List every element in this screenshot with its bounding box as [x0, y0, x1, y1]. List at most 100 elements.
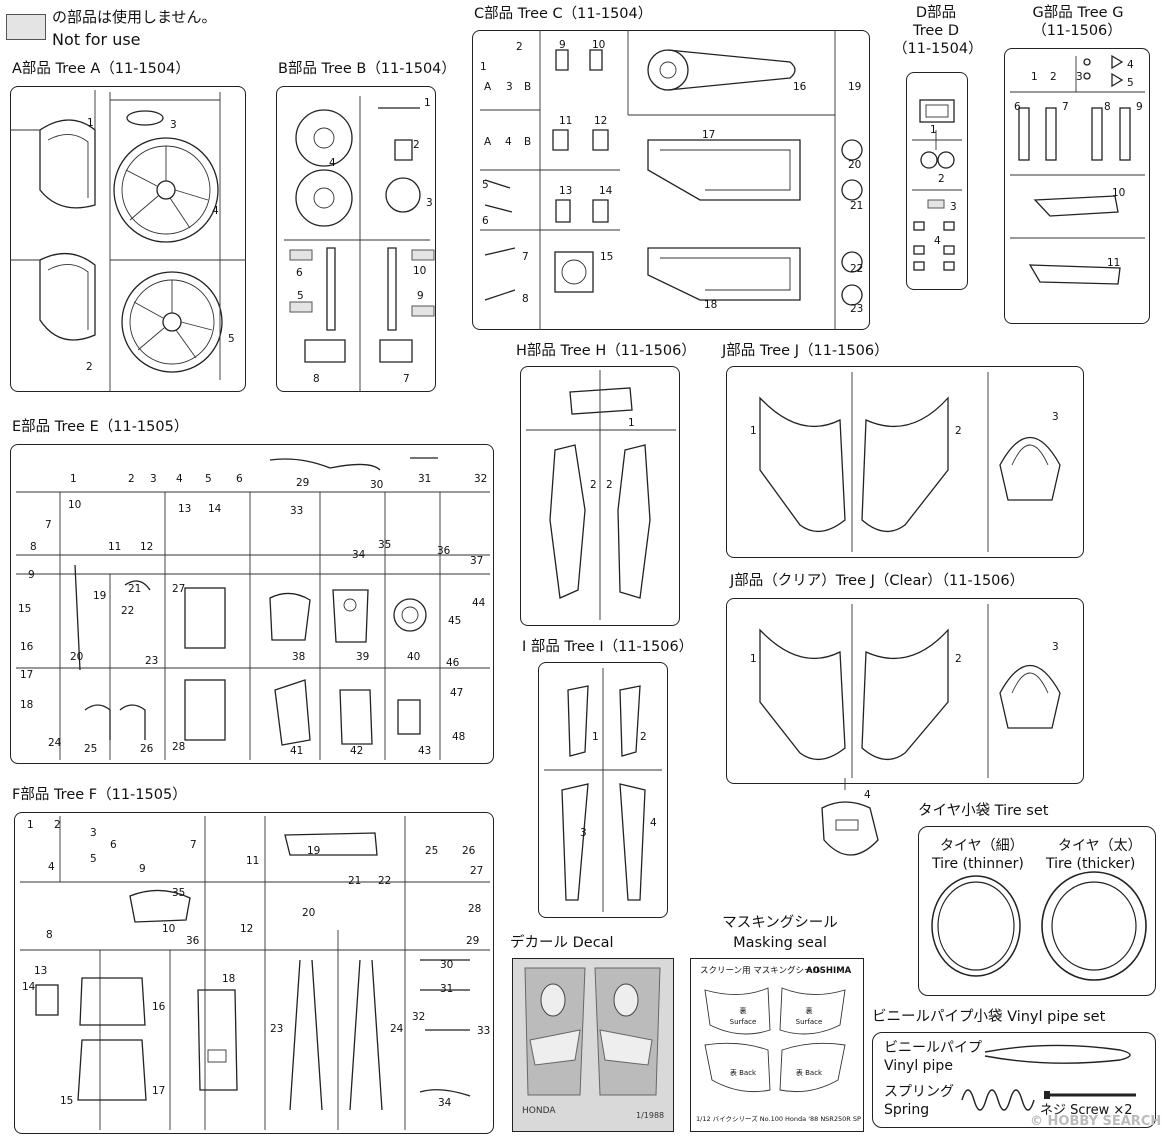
tree-i-part-3: 3 [580, 827, 587, 839]
tree-f-part-29: 29 [466, 935, 480, 947]
tree-b-title: B部品 Tree B（11-1504） [278, 61, 456, 77]
tree-f-part-25: 25 [425, 845, 439, 857]
tree-g-part-3: 3 [1076, 71, 1083, 83]
tree-f-part-1: 1 [27, 819, 34, 831]
tree-b-part-2: 2 [413, 139, 420, 151]
tree-c-part-16: 16 [793, 81, 807, 93]
tree-c-part-13: 13 [559, 185, 573, 197]
tree-e-part-29: 29 [296, 477, 310, 489]
tree-f-part-30: 30 [440, 959, 454, 971]
tree-f-part-32: 32 [412, 1011, 426, 1023]
tree-e-part-32: 32 [474, 473, 488, 485]
watermark: © HOBBY SEARCH [1030, 1114, 1162, 1129]
tree-f-part-17: 17 [152, 1085, 166, 1097]
tree-a-parts [10, 90, 246, 392]
tree-b-part-10: 10 [413, 265, 427, 277]
masking-footer: 1/12 バイクシリーズ No.100 Honda '88 NSR250R SP [696, 1115, 861, 1123]
tree-f-part-8: 8 [46, 929, 53, 941]
tree-c-letter-b1: B [524, 81, 532, 93]
tree-e-part-2: 2 [128, 473, 135, 485]
tree-g-part-6: 6 [1014, 101, 1021, 113]
tree-c-part-8: 8 [522, 293, 529, 305]
tire-thin-jp: タイヤ（細） [940, 838, 1024, 854]
tree-g-part-7: 7 [1062, 101, 1069, 113]
tree-j-title: J部品 Tree J（11-1506） [722, 343, 889, 359]
tree-i-parts [544, 668, 662, 912]
tree-jc-part-1: 1 [750, 653, 757, 665]
tree-g-parts [1010, 54, 1145, 285]
tire-thick-en: Tire (thicker) [1046, 856, 1136, 872]
tree-e-part-11: 11 [108, 541, 122, 553]
tree-c-part-20: 20 [848, 159, 862, 171]
tire-thin-en: Tire (thinner) [932, 856, 1024, 872]
tree-c-part-1: 1 [480, 61, 487, 73]
tree-i-part-2: 2 [640, 731, 647, 743]
tree-c-part-22: 22 [850, 263, 864, 275]
tree-e-part-1: 1 [70, 473, 77, 485]
tree-c-part-11: 11 [559, 115, 573, 127]
tree-i-part-4: 4 [650, 817, 657, 829]
tree-e-part-47: 47 [450, 687, 464, 699]
tree-h-title: H部品 Tree H（11-1506） [516, 343, 696, 359]
tree-f-part-3: 3 [90, 827, 97, 839]
tree-e-part-28: 28 [172, 741, 186, 753]
tree-e-part-45: 45 [448, 615, 462, 627]
tree-jc-title: J部品（クリア）Tree J（Clear）（11-1506） [730, 573, 1025, 589]
tree-g-title-2: （11-1506） [1032, 23, 1122, 39]
tree-g-part-1: 1 [1031, 71, 1038, 83]
tree-i-title: I 部品 Tree I（11-1506） [522, 639, 694, 655]
tree-c-part-14: 14 [599, 185, 613, 197]
tree-f-part-4: 4 [48, 861, 55, 873]
tree-e-part-19: 19 [93, 590, 107, 602]
tree-c-part-10: 10 [592, 39, 606, 51]
tree-e-parts [16, 457, 490, 760]
tree-h-part-2b: 2 [606, 479, 613, 491]
tree-e-part-40: 40 [407, 651, 421, 663]
tree-f-part-21: 21 [348, 875, 362, 887]
tree-f-part-33: 33 [477, 1025, 491, 1037]
tree-jc-runner [726, 598, 1084, 784]
tree-c-part-7: 7 [522, 251, 529, 263]
tree-b-part-1: 1 [424, 97, 431, 109]
tree-e-part-26: 26 [140, 743, 154, 755]
masking-title-2: Masking seal [733, 935, 827, 951]
tree-f-parts [20, 816, 490, 1130]
tree-j-parts [759, 372, 1061, 552]
tree-f-part-2: 2 [54, 819, 61, 831]
tree-c-part-15: 15 [600, 251, 614, 263]
tree-f-part-27: 27 [470, 865, 484, 877]
tree-a-runner [10, 86, 246, 392]
tree-f-part-35: 35 [172, 887, 186, 899]
tree-g-part-9: 9 [1136, 101, 1143, 113]
tree-f-part-24: 24 [390, 1023, 404, 1035]
tree-f-part-6: 6 [110, 839, 117, 851]
legend-line2: Not for use [52, 30, 141, 49]
tree-c-letter-b2: B [524, 136, 532, 148]
tree-b-part-7: 7 [403, 373, 410, 385]
tree-e-part-48: 48 [452, 731, 466, 743]
tree-g-part-8: 8 [1104, 101, 1111, 113]
tree-e-part-43: 43 [418, 745, 432, 757]
tree-f-runner [14, 812, 494, 1134]
masking-sheet [690, 958, 864, 1132]
tree-e-part-27: 27 [172, 583, 186, 595]
tree-f-part-36: 36 [186, 935, 200, 947]
tree-f-part-15: 15 [60, 1095, 74, 1107]
spring-jp: スプリング [884, 1084, 954, 1100]
tree-f-part-34: 34 [438, 1097, 452, 1109]
tree-f-title: F部品 Tree F（11-1505） [12, 787, 187, 803]
tree-f-part-26: 26 [462, 845, 476, 857]
tree-e-part-21: 21 [128, 583, 142, 595]
tree-a-part-5: 5 [228, 333, 235, 345]
tree-e-part-23: 23 [145, 655, 159, 667]
tree-e-part-22: 22 [121, 605, 135, 617]
tree-f-part-19: 19 [307, 845, 321, 857]
tree-f-part-11: 11 [246, 855, 260, 867]
tree-e-part-7: 7 [45, 519, 52, 531]
tree-e-part-12: 12 [140, 541, 154, 553]
tree-a-part-4: 4 [212, 205, 219, 217]
tree-f-part-23: 23 [270, 1023, 284, 1035]
tree-a-part-2: 2 [86, 361, 93, 373]
tree-f-part-22: 22 [378, 875, 392, 887]
